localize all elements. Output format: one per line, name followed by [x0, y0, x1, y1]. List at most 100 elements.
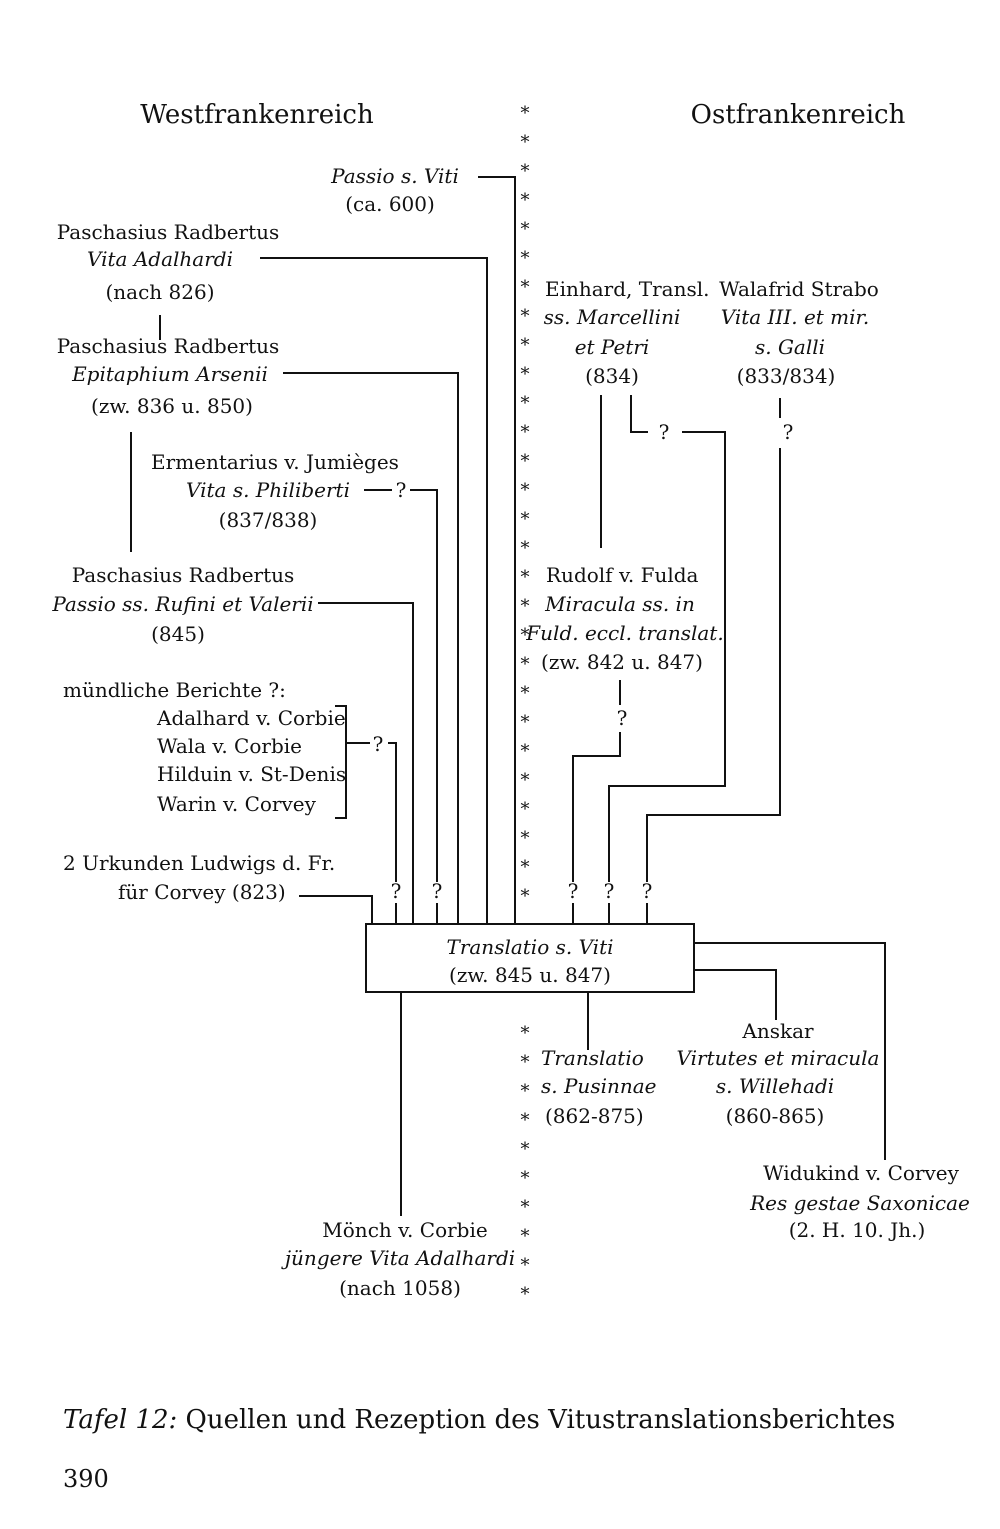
divider-star: * — [520, 828, 530, 849]
divider-star: * — [520, 770, 530, 791]
divider-star: * — [520, 248, 530, 269]
divider-star: * — [520, 393, 530, 414]
node-title: Virtutes et miracula — [676, 1046, 880, 1070]
node-author: Mönch v. Corbie — [322, 1218, 488, 1242]
divider-star: * — [520, 1052, 530, 1073]
node-author: Ermentarius v. Jumièges — [151, 450, 399, 474]
divider-star: * — [520, 277, 530, 298]
uncertain-mark: ? — [395, 478, 407, 502]
divider-star: * — [520, 132, 530, 153]
divider-star: * — [520, 1168, 530, 1189]
node-date: (zw. 845 u. 847) — [449, 963, 611, 987]
divider-star: * — [520, 509, 530, 530]
list-item: Hilduin v. St-Denis — [157, 762, 347, 786]
node-date: (845) — [151, 622, 205, 646]
node-title: Vita s. Philiberti — [186, 478, 350, 502]
node-title: Miracula ss. in — [545, 592, 695, 616]
node-title: jüngere Vita Adalhardi — [284, 1246, 516, 1270]
node-date: (833/834) — [736, 364, 836, 388]
divider-star: * — [520, 103, 530, 124]
divider-star: * — [520, 567, 530, 588]
node-title: Vita Adalhardi — [87, 247, 233, 271]
uncertain-mark: ? — [372, 732, 384, 756]
node-title: ss. Marcellini — [543, 305, 681, 329]
divider-star: * — [520, 654, 530, 675]
divider-star: * — [520, 683, 530, 704]
node-title: s. Galli — [754, 335, 826, 359]
west-header: Westfrankenreich — [140, 100, 374, 130]
divider-star: * — [520, 1284, 530, 1305]
uncertain-mark: ? — [641, 879, 653, 903]
east-header: Ostfrankenreich — [690, 100, 906, 130]
node-author: Walafrid Strabo — [719, 277, 879, 301]
divider-star: * — [520, 741, 530, 762]
divider-star: * — [520, 1023, 530, 1044]
node-title: Translatio s. Viti — [446, 935, 614, 959]
node-heading: mündliche Berichte ?: — [63, 678, 286, 702]
node-title: et Petri — [574, 335, 650, 359]
divider-star: * — [520, 538, 530, 559]
node-title: Passio s. Viti — [331, 164, 459, 188]
divider-star: * — [520, 1081, 530, 1102]
node-date: (862-875) — [545, 1104, 644, 1128]
divider-star: * — [520, 161, 530, 182]
node-title: Translatio — [541, 1046, 644, 1070]
node-author: Rudolf v. Fulda — [546, 563, 699, 587]
divider-star: * — [520, 625, 530, 646]
divider-star: * — [520, 1255, 530, 1276]
node-line: für Corvey (823) — [118, 880, 286, 904]
caption-text: Quellen und Rezeption des Vitustranslati… — [185, 1405, 896, 1435]
uncertain-mark: ? — [658, 420, 670, 444]
list-item: Warin v. Corvey — [157, 792, 316, 816]
uncertain-mark: ? — [616, 706, 628, 730]
node-line: 2 Urkunden Ludwigs d. Fr. — [63, 851, 336, 875]
node-author: Widukind v. Corvey — [763, 1161, 959, 1185]
divider-star: * — [520, 1226, 530, 1247]
node-title: Passio ss. Rufini et Valerii — [52, 592, 314, 616]
node-title: Res gestae Saxonicae — [750, 1191, 970, 1215]
node-date: (860-865) — [725, 1104, 825, 1128]
divider-star: * — [520, 364, 530, 385]
divider-star: * — [520, 596, 530, 617]
node-date: (nach 1058) — [339, 1276, 461, 1300]
node-title: s. Pusinnae — [541, 1074, 657, 1098]
node-author: Paschasius Radbertus — [56, 220, 280, 244]
node-date: (ca. 600) — [345, 192, 435, 216]
divider-star: * — [520, 857, 530, 878]
uncertain-mark: ? — [431, 879, 443, 903]
node-author: Paschasius Radbertus — [71, 563, 295, 587]
figure-caption: Tafel 12: Quellen und Rezeption des Vitu… — [63, 1405, 895, 1435]
node-title: Vita III. et mir. — [720, 305, 870, 329]
uncertain-mark: ? — [567, 879, 579, 903]
node-author: Einhard, Transl. — [545, 277, 710, 301]
divider-star: * — [520, 799, 530, 820]
divider-star: * — [520, 712, 530, 733]
divider-star: * — [520, 306, 530, 327]
node-date: (zw. 842 u. 847) — [541, 650, 703, 674]
node-translatio-viti: Translatio s. Viti (zw. 845 u. 847) — [365, 923, 695, 993]
node-date: (zw. 836 u. 850) — [91, 394, 253, 418]
node-date: (837/838) — [218, 508, 318, 532]
list-item: Wala v. Corbie — [157, 734, 302, 758]
node-title: Fuld. eccl. translat. — [526, 621, 724, 645]
divider-star: * — [520, 1110, 530, 1131]
divider-star: * — [520, 886, 530, 907]
uncertain-mark: ? — [390, 879, 402, 903]
uncertain-mark: ? — [782, 420, 794, 444]
node-author: Anskar — [742, 1019, 814, 1043]
divider-star: * — [520, 1197, 530, 1218]
page-number: 390 — [63, 1465, 109, 1493]
divider-star: * — [520, 1139, 530, 1160]
node-title: Epitaphium Arsenii — [72, 362, 268, 386]
node-title: s. Willehadi — [715, 1074, 835, 1098]
node-date: (834) — [585, 364, 639, 388]
uncertain-mark: ? — [603, 879, 615, 903]
divider-star: * — [520, 422, 530, 443]
divider-star: * — [520, 190, 530, 211]
divider-star: * — [520, 451, 530, 472]
node-date: (nach 826) — [105, 280, 215, 304]
list-item: Adalhard v. Corbie — [157, 706, 346, 730]
divider-star: * — [520, 480, 530, 501]
divider-star: * — [520, 335, 530, 356]
